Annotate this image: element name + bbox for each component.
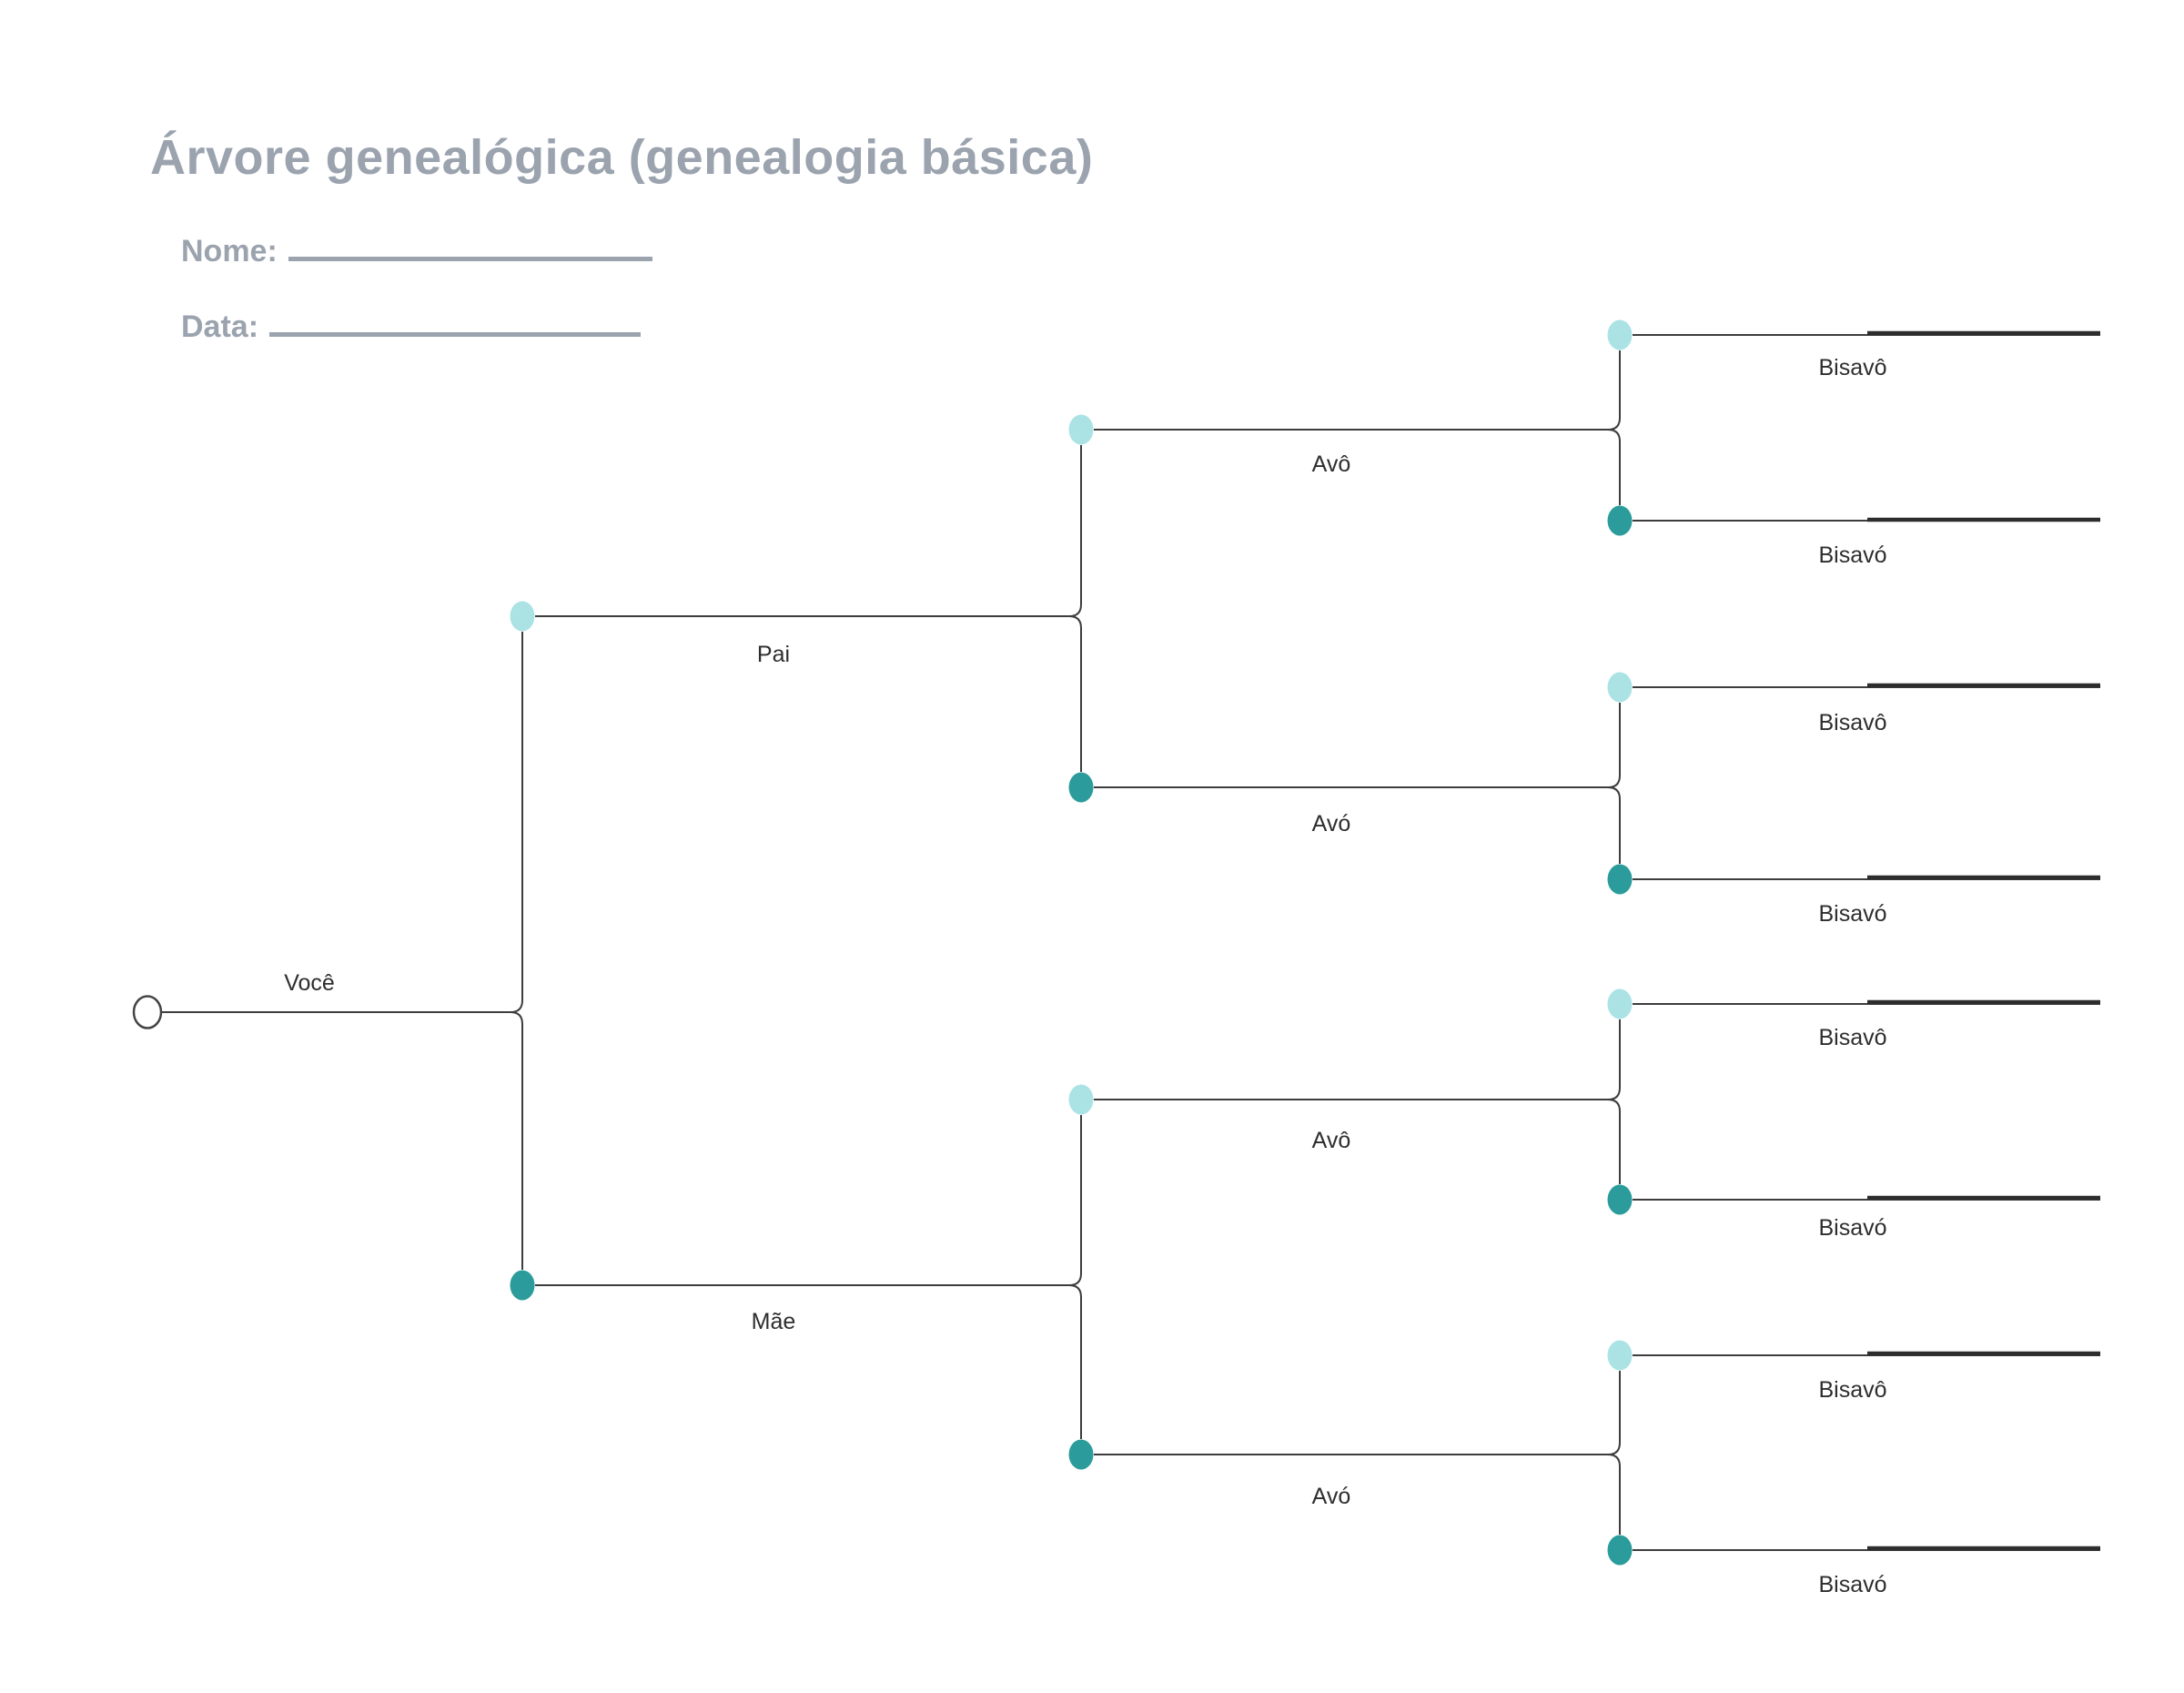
date-field: Data: [181, 305, 642, 345]
label-great-grandfather-3: Bisavô [1818, 1025, 1886, 1050]
label-great-grandfather-4: Bisavô [1818, 1377, 1886, 1403]
connector-pgm-up [1607, 703, 1621, 788]
connector-mgm-down [1607, 1454, 1621, 1535]
connector-father-to-grandmother [1068, 615, 1082, 772]
label-maternal-grandfather: Avô [1312, 1128, 1351, 1153]
connector-mother-to-grandmother [1068, 1284, 1082, 1439]
node-great-grandfather-4[interactable] [1607, 1340, 1633, 1371]
label-self: Você [284, 970, 335, 996]
name-field: Nome: [181, 229, 652, 269]
node-self[interactable] [132, 995, 163, 1029]
name-field-blank[interactable] [288, 229, 652, 261]
label-paternal-grandfather: Avô [1312, 451, 1351, 477]
node-paternal-grandfather[interactable] [1068, 414, 1094, 445]
node-great-grandmother-1[interactable] [1607, 505, 1633, 536]
node-father[interactable] [510, 601, 535, 632]
node-great-grandfather-2[interactable] [1607, 672, 1633, 703]
node-great-grandmother-4[interactable] [1607, 1535, 1633, 1566]
label-great-grandmother-2: Bisavó [1818, 901, 1886, 927]
connector-self-to-father [510, 632, 523, 1013]
node-maternal-grandfather[interactable] [1068, 1084, 1094, 1115]
node-mother[interactable] [510, 1270, 535, 1301]
node-maternal-grandmother[interactable] [1068, 1439, 1094, 1470]
connector-mgm-up [1607, 1371, 1621, 1455]
connector-mgf-up [1607, 1019, 1621, 1100]
label-great-grandfather-2: Bisavô [1818, 710, 1886, 735]
node-paternal-grandmother[interactable] [1068, 772, 1094, 803]
label-maternal-grandmother: Avó [1312, 1484, 1351, 1509]
node-great-grandfather-3[interactable] [1607, 988, 1633, 1019]
node-great-grandfather-1[interactable] [1607, 319, 1633, 350]
connector-mother-to-grandfather [1068, 1115, 1082, 1286]
connector-pgm-down [1607, 786, 1621, 864]
connector-pgf-down [1607, 429, 1621, 505]
label-great-grandfather-1: Bisavô [1818, 355, 1886, 380]
connector-self-to-mother [510, 1011, 523, 1270]
date-field-label: Data: [181, 309, 259, 344]
connector-pgf-up [1607, 350, 1621, 431]
connector-father-to-grandfather [1068, 445, 1082, 617]
node-great-grandmother-2[interactable] [1607, 864, 1633, 895]
connector-mgf-down [1607, 1099, 1621, 1184]
label-great-grandmother-4: Bisavó [1818, 1572, 1886, 1597]
label-father: Pai [757, 642, 790, 667]
node-great-grandmother-3[interactable] [1607, 1184, 1633, 1215]
label-mother: Mãe [752, 1309, 796, 1334]
name-field-label: Nome: [181, 234, 278, 269]
label-great-grandmother-1: Bisavó [1818, 542, 1886, 568]
label-great-grandmother-3: Bisavó [1818, 1215, 1886, 1241]
date-field-blank[interactable] [269, 305, 642, 337]
page-title: Árvore genealógica (genealogia básica) [150, 130, 1094, 185]
label-paternal-grandmother: Avó [1312, 811, 1351, 836]
